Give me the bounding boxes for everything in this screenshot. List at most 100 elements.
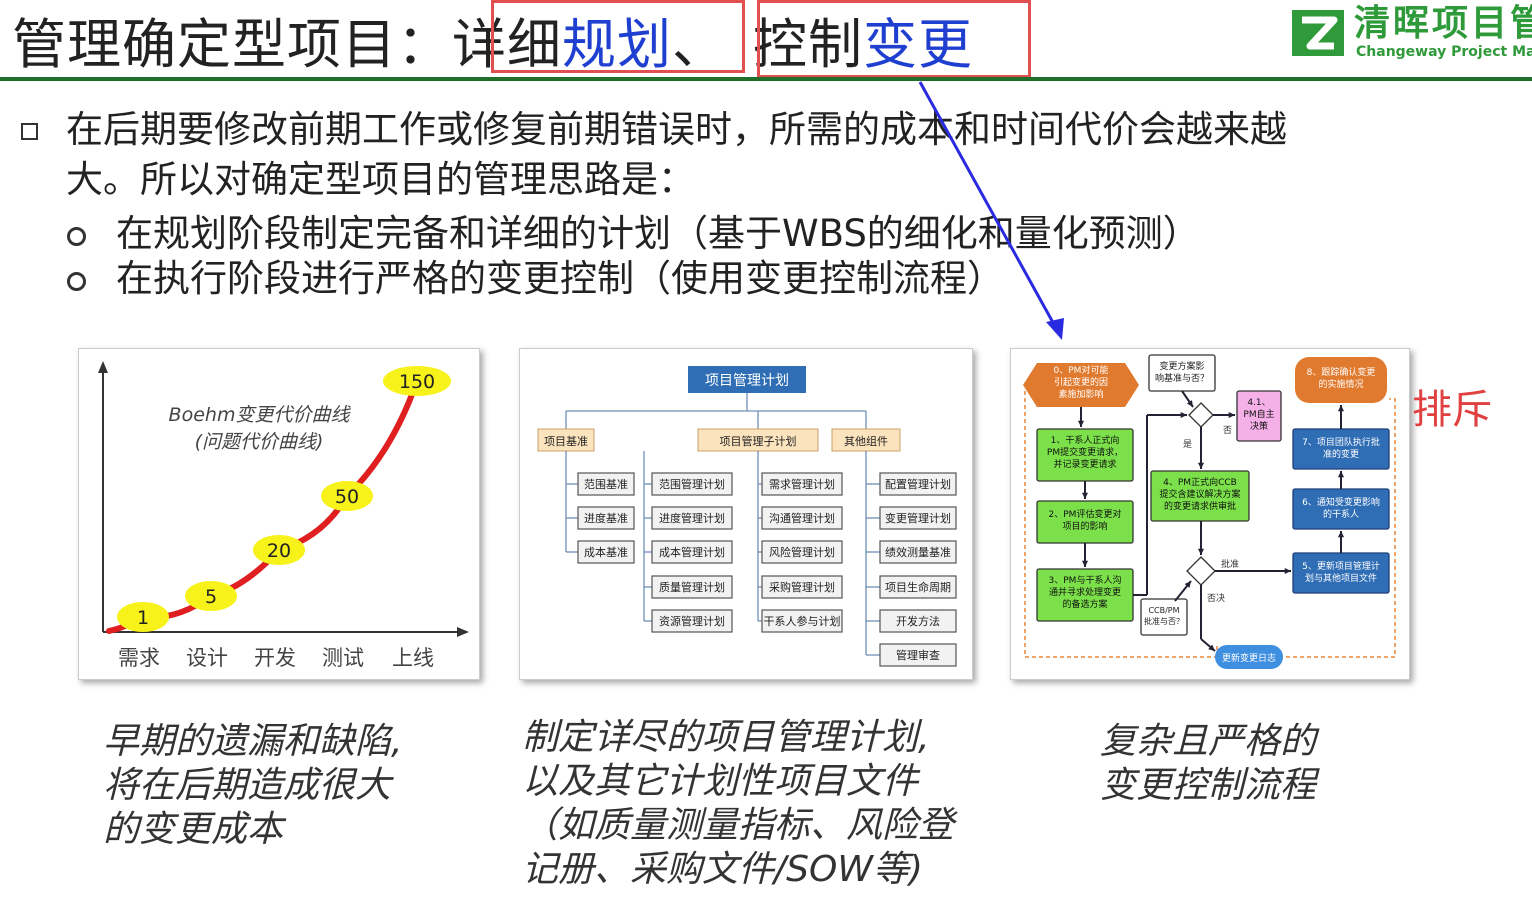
flow-node-label: 素施加影响 [1058, 388, 1103, 400]
flow-node-label: 4.1、 [1247, 398, 1270, 408]
change-flow-diagram: 0、PM对可能引起变更的因素施加影响变更方案影响基准与否？1、干系人正式向PM提… [1023, 354, 1396, 669]
plan-item-box [577, 540, 635, 564]
flow-label-yes: 是 [1183, 439, 1192, 450]
highlight-frame-change [757, 0, 1031, 78]
plan-item-box [879, 540, 957, 564]
plan-item-label: 项目生命周期 [885, 580, 951, 594]
x-tick-label: 测试 [322, 646, 364, 670]
plan-item-box [761, 540, 843, 564]
plan-root-label: 项目管理计划 [705, 373, 789, 389]
caption-plan: 制定详尽的项目管理计划, 以及其它计划性项目文件 （如质量测量指标、风险登 记册… [522, 716, 954, 892]
bullet-sub-2: 在执行阶段进行严格的变更控制（使用变更控制流程） [116, 257, 1004, 300]
arrow-head-icon [1077, 420, 1085, 427]
plan-tree-diagram: 项目管理计划项目基准项目管理子计划其他组件范围基准进度基准成本基准范围管理计划进… [537, 366, 957, 667]
arrow-head-icon [1337, 471, 1345, 478]
plan-item-label: 风险管理计划 [769, 545, 835, 559]
plan-item-label: 质量管理计划 [659, 580, 725, 594]
arrow-head-icon [1081, 560, 1089, 567]
flow-node-label: 1、干系人正式向 [1051, 434, 1120, 446]
value-label-bubble [253, 535, 305, 565]
flow-node-label: 2、PM评估变更对 [1049, 508, 1122, 520]
flow-node-7 [1292, 428, 1390, 470]
flow-log-node [1215, 645, 1283, 669]
title-detail: 详细 [452, 13, 562, 76]
flow-node-label: 的备选方案 [1062, 598, 1107, 610]
chart-title: Boehm变更代价曲线 [169, 404, 352, 426]
plan-item-box [651, 540, 733, 564]
plan-item-label: 采购管理计划 [769, 580, 835, 594]
flow-node-label: 决策 [1250, 420, 1268, 432]
plan-item-box [577, 506, 635, 530]
flow-node-label: 响基准与否？ [1155, 372, 1209, 384]
flow-label-no: 否 [1223, 425, 1232, 436]
x-axis-arrow-icon [457, 627, 469, 637]
flow-node-label: 的变更请求供审批 [1164, 500, 1236, 512]
flow-node-label: PM自主 [1243, 408, 1274, 420]
bullet-main-line1: 在后期要修改前期工作或修复前期错误时，所需的成本和时间代价会越来越 [66, 108, 1287, 151]
caption-process: 复杂且严格的 变更控制流程 [1100, 720, 1316, 808]
plan-item-box [761, 609, 843, 633]
plan-item-label: 范围基准 [584, 477, 628, 491]
arrow-head-icon [1228, 411, 1235, 419]
flow-decision-diamond [1186, 556, 1216, 586]
arrow-head-icon [1046, 318, 1064, 340]
plan-item-label: 变更管理计划 [885, 511, 951, 525]
flow-node-label: 8、跟踪确认变更 [1307, 366, 1376, 378]
flow-node-label: 项目的影响 [1062, 520, 1107, 532]
value-label-bubble [185, 581, 237, 611]
plan-item-label: 进度管理计划 [659, 511, 725, 525]
title-separator: 、 [672, 13, 727, 76]
title-control: 控制 [753, 13, 863, 76]
caption-line: 复杂且严格的 [1100, 721, 1317, 762]
arrow-head-icon [1197, 548, 1205, 555]
flow-question-box [1148, 354, 1216, 392]
boehm-chart: Boehm变更代价曲线 (问题代价曲线) 152050150 需求设计开发测试上… [98, 361, 469, 670]
x-tick-label: 设计 [186, 646, 228, 670]
plan-group-label: 项目管理子计划 [720, 434, 797, 448]
plan-item-box [651, 506, 733, 530]
plan-item-label: 绩效测量基准 [885, 545, 951, 559]
circle-bullet-icon [67, 272, 86, 291]
plan-item-label: 配置管理计划 [885, 477, 951, 491]
flow-dashed-line [1024, 391, 1217, 658]
value-label-bubble [117, 602, 169, 632]
page-title: 管理确定型项目：详细规划、控制变更 [12, 10, 973, 80]
plan-item-box [651, 609, 733, 633]
caption-line: 制定详尽的项目管理计划, [522, 717, 930, 758]
circle-bullet-icon [67, 227, 86, 246]
flow-question-box [1140, 598, 1188, 636]
highlight-frame-plan [491, 0, 745, 73]
caption-line: 早期的遗漏和缺陷, [103, 721, 403, 762]
plan-item-box [879, 575, 957, 599]
plan-item-label: 资源管理计划 [659, 614, 725, 628]
flow-label-approve: 批准 [1221, 558, 1239, 570]
flow-node-6 [1292, 488, 1390, 530]
flow-node-label: 通并寻求处理变更 [1049, 586, 1121, 598]
arrow-head-icon [1337, 405, 1345, 412]
flow-node-label: 批准与否？ [1144, 616, 1184, 626]
value-label: 20 [267, 540, 291, 562]
flow-node-5 [1292, 552, 1390, 594]
x-tick-label: 开发 [254, 646, 296, 670]
arrow-head-icon [1186, 400, 1193, 407]
plan-item-label: 进度基准 [584, 511, 628, 525]
title-change: 变更 [863, 13, 973, 76]
logo-text: 清晖项目管 [1354, 3, 1532, 44]
square-bullet-icon [21, 123, 38, 140]
title-underline [0, 77, 1532, 81]
arrow-head-icon [1180, 411, 1187, 419]
value-label: 1 [137, 607, 149, 629]
x-tick-label: 上线 [392, 646, 434, 670]
arrow-head-icon [1337, 531, 1345, 538]
flow-label-reject: 否决 [1207, 592, 1225, 604]
arrow-head-icon [1184, 581, 1191, 588]
flow-node-label: 0、PM对可能 [1054, 364, 1109, 376]
caption-line: 记册、采购文件/SOW等) [522, 849, 923, 890]
caption-line: 变更控制流程 [1100, 765, 1317, 806]
plan-item-box [761, 575, 843, 599]
flow-node-label: 5、更新项目管理计 [1302, 560, 1380, 572]
arrow-head-icon [1284, 567, 1291, 575]
plan-item-box [879, 472, 957, 496]
plan-item-label: 干系人参与计划 [764, 614, 841, 628]
